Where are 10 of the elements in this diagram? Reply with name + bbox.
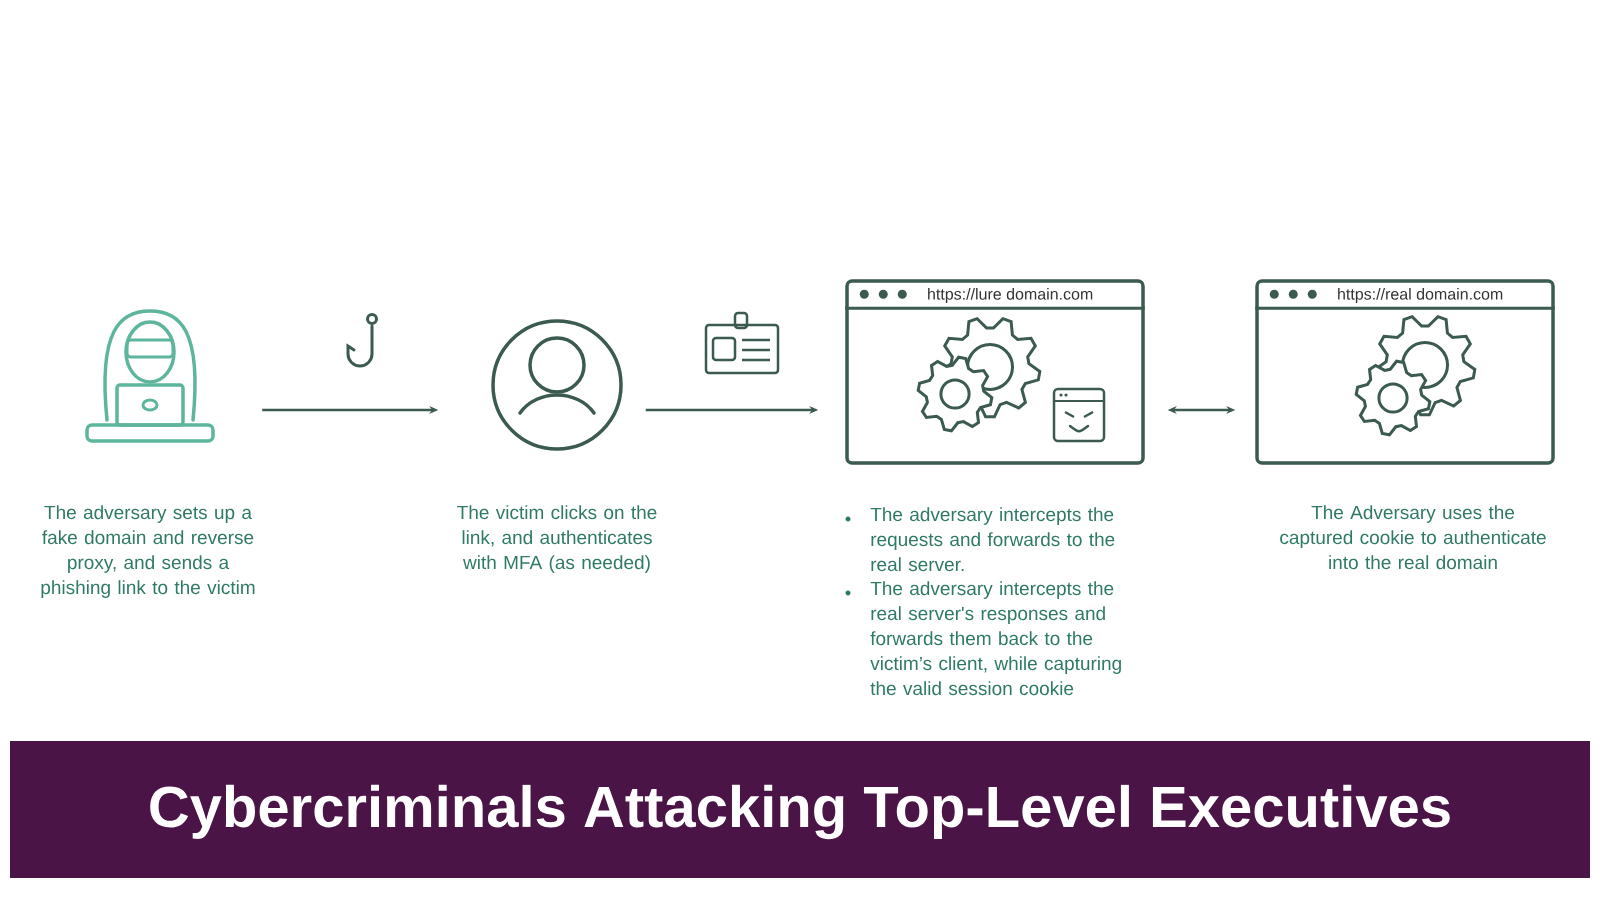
user-circle-icon <box>491 319 623 451</box>
hacker-drawing <box>85 309 215 443</box>
bullet-item: The adversary intercepts the requests and forwards to the real server. <box>845 507 1115 572</box>
bullet-item: The adversary intercepts the real server's responses and forwards them back to the victim’s client, while capturing the valid session cookie <box>845 581 1121 696</box>
title-banner: Cybercriminals Attacking Top-Level Executives <box>10 741 1590 878</box>
caption-text: The adversary sets up a fake domain and reverse proxy, and sends a phishing link to the victim <box>41 505 255 598</box>
caption-text: The victim clicks on the link, and authenticates with MFA (as needed) <box>457 505 657 573</box>
caption-text: The Adversary uses the captured cookie to authenticate into the real domain <box>1280 505 1546 570</box>
browser-window: https://lure domain.com <box>845 279 1145 465</box>
browser-window: https://real domain.com <box>1255 279 1555 465</box>
